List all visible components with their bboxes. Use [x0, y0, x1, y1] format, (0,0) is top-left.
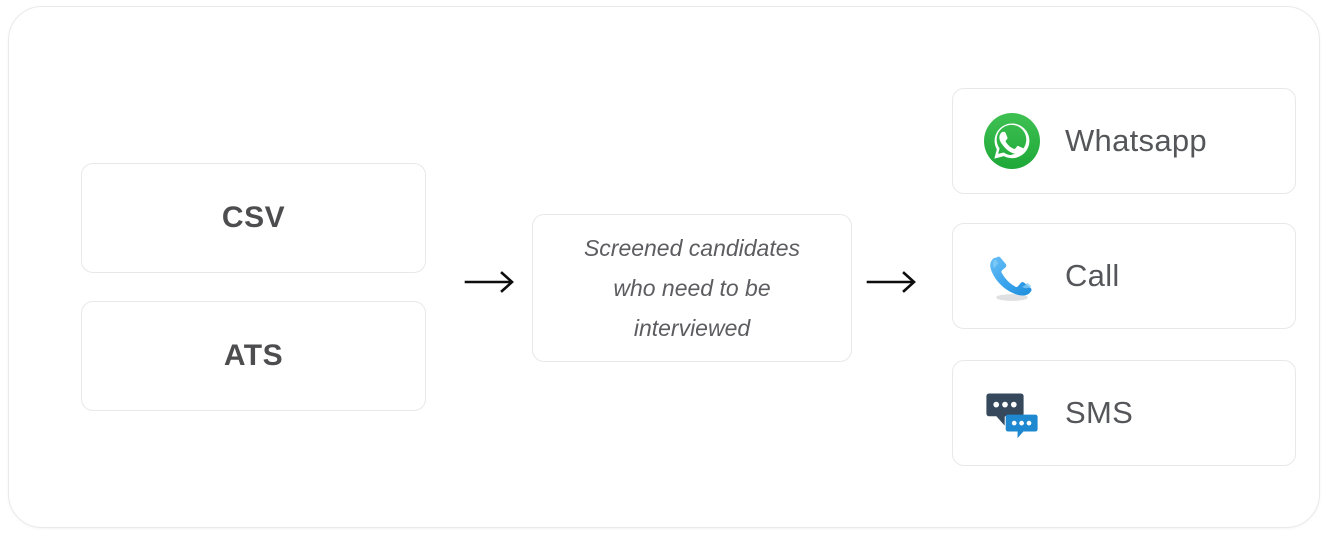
middle-box-text: Screened candidates who need to be inter… [555, 228, 829, 348]
whatsapp-icon [981, 110, 1043, 172]
middle-text-line-2: who need to be [613, 275, 771, 301]
source-box-csv[interactable]: CSV [81, 163, 426, 273]
channel-label-whatsapp: Whatsapp [1065, 123, 1207, 158]
middle-text-line-3: interviewed [633, 315, 751, 341]
diagram-panel: CSV ATS Screened candidates who need to … [8, 6, 1320, 528]
source-label-ats: ATS [223, 339, 284, 372]
channel-card-whatsapp[interactable]: Whatsapp [952, 88, 1296, 194]
channel-card-call[interactable]: Call [952, 223, 1296, 329]
source-label-csv: CSV [221, 201, 286, 234]
speech-bubbles-icon [981, 382, 1043, 444]
source-box-ats[interactable]: ATS [81, 301, 426, 411]
middle-text-line-1: Screened candidates [583, 235, 801, 261]
phone-handset-icon [981, 245, 1043, 307]
channel-card-sms[interactable]: SMS [952, 360, 1296, 466]
channel-label-sms: SMS [1065, 395, 1134, 430]
arrow-right-icon-1 [464, 265, 520, 299]
middle-box-screened-candidates[interactable]: Screened candidates who need to be inter… [532, 214, 852, 362]
arrow-right-icon-2 [866, 265, 922, 299]
channel-label-call: Call [1065, 258, 1120, 293]
